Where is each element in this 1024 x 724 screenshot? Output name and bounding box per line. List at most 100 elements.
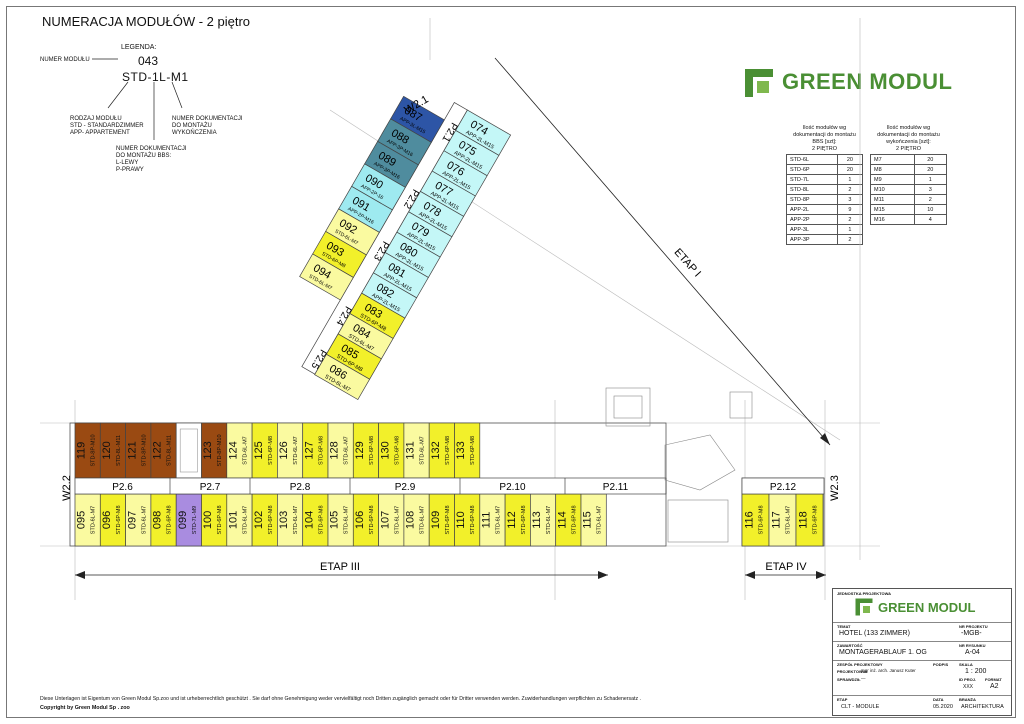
module-code: STD-8P-M10: [217, 434, 223, 466]
module-number: 108: [405, 511, 417, 529]
module-number: 124: [227, 441, 239, 459]
module-code: STD-6L-M7: [242, 506, 248, 534]
corridor-label: P2.11: [603, 482, 629, 493]
module-code: STD-6P-M8: [268, 505, 274, 534]
module-number: 110: [455, 511, 467, 529]
corridor-label: P2.7: [200, 482, 221, 493]
module-number: 120: [101, 441, 113, 459]
module-code: STD-6L-M7: [420, 436, 426, 464]
module-code: STD-6P-M8: [318, 436, 324, 465]
module-code: STD-6L-M7: [293, 436, 299, 464]
wall-label-w23: W2.3: [829, 475, 841, 501]
format-value: A2: [990, 683, 999, 690]
legend-bbs-label: NUMER DOKUMENTACJI DO MONTAŻU BBS: L-LEW…: [116, 146, 187, 173]
module-code: STD-6L-M7: [293, 506, 299, 534]
module-number: 102: [253, 511, 265, 529]
module-code: STD-6L-M7: [242, 436, 248, 464]
logo-text: GREEN MODUL: [782, 69, 953, 94]
module-code: STD-6P-M8: [369, 436, 375, 465]
module-number: 101: [227, 511, 239, 529]
corridor-label: P2.6: [112, 482, 133, 493]
module-code: STD-6P-M8: [813, 505, 819, 534]
module-number: 119: [76, 442, 88, 460]
corridor-label: P2.9: [395, 482, 416, 493]
module-number: 115: [582, 511, 594, 529]
module-code: STD-6L-M7: [597, 506, 603, 534]
module-number: 113: [531, 511, 543, 529]
designer-name: mgr inż. arch. Janusz Kuter: [861, 668, 916, 673]
module-code: STD-6P-M8: [318, 505, 324, 534]
module-number: 129: [354, 441, 366, 459]
module-number: 122: [152, 441, 164, 459]
module-code: STD-6L-M7: [141, 506, 147, 534]
module-number: 117: [771, 511, 783, 529]
module-code: STD-6P-M8: [167, 505, 173, 534]
top-shaft[interactable]: [175, 422, 202, 479]
module-number: 125: [253, 441, 265, 459]
module-number: 114: [556, 511, 568, 529]
finish-quantity-table: Ilość modułów wg dokumentacji do montażu…: [870, 124, 948, 225]
module-number: 095: [76, 511, 88, 529]
module-number: 098: [152, 511, 164, 529]
drawing-frame: [6, 6, 1016, 718]
stage-label-etap-iii: ETAP III: [320, 561, 360, 573]
module-number: 127: [303, 441, 315, 459]
content-value: MONTAGERABLAUF 1. OG: [839, 649, 927, 656]
module-number: 103: [278, 511, 290, 529]
logo-mark-icon: [744, 68, 773, 97]
module-code: STD-6P-M8: [759, 505, 765, 534]
module-code: STD-6L-M7: [394, 506, 400, 534]
module-code: STD-6P-M8: [217, 505, 223, 534]
module-code: STD-8P-M10: [91, 434, 97, 466]
module-number: 097: [126, 511, 138, 529]
module-code: STD-7L-M9: [192, 506, 198, 534]
